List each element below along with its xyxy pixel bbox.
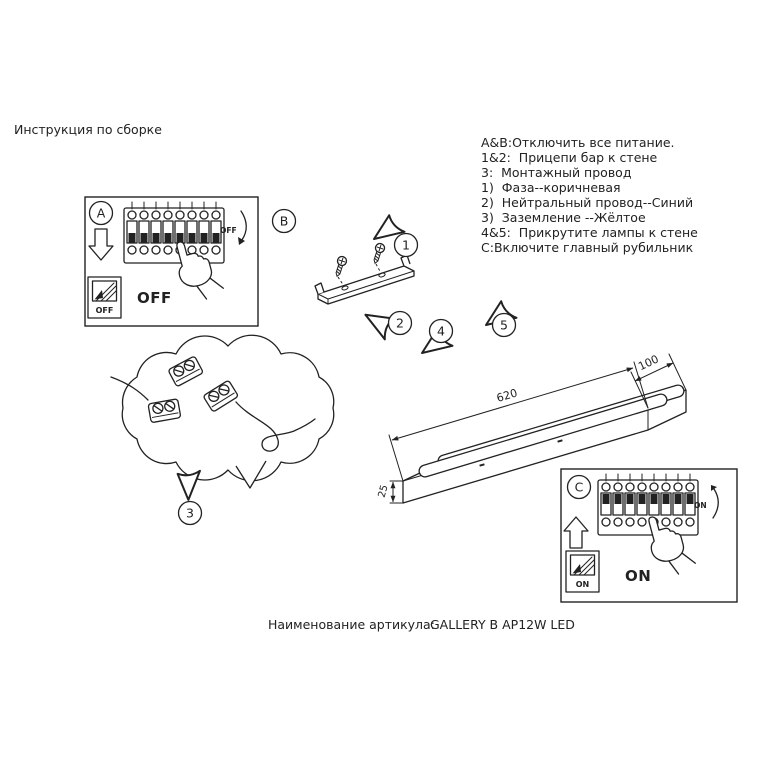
arrow-up-icon <box>563 516 589 549</box>
breaker-state-label: ON <box>694 501 707 510</box>
wall-switch-on: ON <box>565 550 600 593</box>
screw-guide-line <box>375 263 382 274</box>
flip-motion-arrowhead <box>238 237 245 245</box>
bracket-hole <box>378 272 386 278</box>
badge-4: 4 <box>437 324 445 339</box>
screw-guide-line <box>337 276 345 287</box>
screw-icon <box>370 241 387 266</box>
instruction-line: 1&2: Прицепи бар к стене <box>481 150 658 165</box>
badge-1: 1 <box>402 238 410 253</box>
flip-motion-arrow <box>240 210 247 241</box>
instruction-line: 3) Заземление --Жёлтое <box>481 210 646 225</box>
badge-c: C <box>575 480 584 495</box>
badge-5: 5 <box>500 318 508 333</box>
lamp-diagram: 620 100 25 <box>377 352 687 504</box>
dimension-height-label: 25 <box>377 484 391 499</box>
switch-label: OFF <box>96 306 114 315</box>
badge-b-circle <box>271 208 297 234</box>
badge-a: A <box>97 206 106 221</box>
panel-c-power-on: C ON ON ON <box>560 468 738 603</box>
breaker-grid <box>123 201 225 264</box>
instruction-line: 2) Нейтральный провод--Синий <box>481 195 693 210</box>
breaker-panel-off <box>123 201 225 264</box>
dimension-height: 25 <box>377 480 404 504</box>
breaker-state-label: OFF <box>220 226 237 235</box>
off-caption: OFF <box>137 289 172 307</box>
bracket-end-tab <box>314 282 325 295</box>
bracket-edge <box>327 270 415 300</box>
badge-c-circle <box>566 474 592 500</box>
instruction-line: 1) Фаза--коричневая <box>481 180 621 195</box>
badge-2-circle <box>387 310 413 336</box>
badge-4-circle <box>428 318 454 344</box>
bracket-bar <box>317 265 415 305</box>
instruction-list: A&B:Отключить все питание. 1&2: Прицепи … <box>481 135 698 255</box>
badge-5-circle <box>491 312 517 338</box>
arrow-down-icon <box>88 228 114 261</box>
panel-a-power-off: A OFF OFF OFF <box>84 196 259 327</box>
page-title: Инструкция по сборке <box>14 122 162 137</box>
wiring-detail-cloud <box>110 334 335 489</box>
instruction-line: 3: Монтажный провод <box>481 165 631 180</box>
article-label: Наименование артикула: <box>268 617 435 632</box>
badge-b: B <box>280 214 289 229</box>
instruction-line: A&B:Отключить все питание. <box>481 135 675 150</box>
badge-2: 2 <box>396 316 404 331</box>
on-caption: ON <box>625 567 651 585</box>
flip-motion-arrow <box>712 488 719 519</box>
badge-3-circle <box>177 500 203 526</box>
bracket-edge <box>317 293 329 300</box>
badge-1-circle <box>393 232 419 258</box>
instruction-line: 4&5: Прикрутите лампы к стене <box>481 225 698 240</box>
supply-wire <box>110 376 149 401</box>
instruction-line: C:Включите главный рубильник <box>481 240 694 255</box>
wall-switch-off: OFF <box>87 276 122 319</box>
badge-3: 3 <box>186 506 194 521</box>
badge-a-circle <box>88 200 114 226</box>
coiled-wire <box>235 401 316 452</box>
breaker-panel-on <box>597 473 699 536</box>
bracket-hole <box>341 285 349 291</box>
cloud-tail <box>235 460 267 489</box>
switch-label: ON <box>576 580 590 589</box>
screw-icon <box>332 254 349 279</box>
breaker-grid <box>597 473 699 536</box>
mounting-bracket-diagram <box>314 241 415 305</box>
article-name: GALLERY B AP12W LED <box>430 617 575 632</box>
dimension-length-label: 620 <box>495 386 519 404</box>
article-caption: Наименование артикула: GALLERY B AP12W L… <box>268 617 575 632</box>
flip-motion-arrowhead <box>711 485 717 491</box>
mount-slot <box>479 463 485 467</box>
